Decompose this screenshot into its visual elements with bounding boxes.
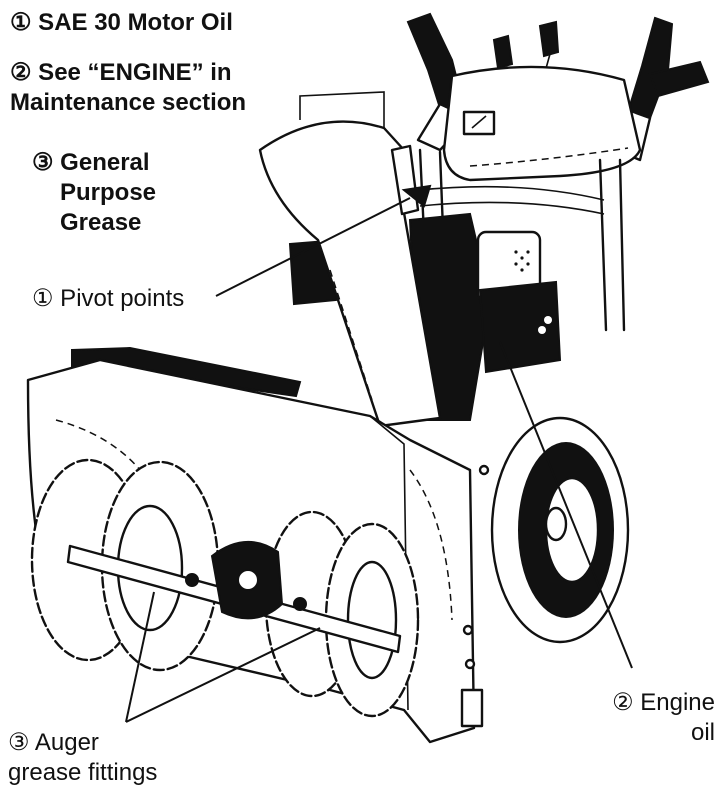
engine-cover — [478, 280, 562, 374]
auger-leader-right — [125, 627, 321, 723]
callout-auger-line2: grease fittings — [8, 759, 158, 786]
legend-grease: ③ General Purpose Grease — [32, 148, 156, 238]
legend-engine: ② See “ENGINE” in Maintenance section — [10, 58, 246, 118]
legend-item-1: ① SAE 30 Motor Oil — [10, 9, 233, 36]
legend-item-3-line1: ③ General — [32, 149, 150, 176]
chute-lever-knob — [538, 20, 560, 58]
pivot-leader — [215, 197, 411, 297]
callout-pivot-points: ① Pivot points — [32, 285, 185, 312]
right-handle-bar — [648, 60, 710, 98]
callout-auger-fittings: ③ Auger grease fittings — [8, 728, 157, 788]
callout-engine-oil: ② Engine oil — [612, 688, 715, 748]
legend-item-3-line3: Grease — [60, 209, 142, 236]
callout-engine-line1: ② Engine — [612, 689, 715, 716]
legend-item-2-line1: ② See “ENGINE” in — [10, 59, 232, 86]
auger-leader-left — [125, 591, 155, 723]
right-auger — [264, 510, 420, 718]
engine-oil-leader — [499, 341, 633, 669]
legend-item-2-line2: Maintenance section — [10, 89, 247, 116]
skid-shoe — [460, 688, 484, 728]
callout-auger-line1: ③ Auger — [8, 729, 99, 756]
legend-oil: ① SAE 30 Motor Oil — [10, 8, 233, 38]
legend-item-3-line2: Purpose — [60, 179, 157, 206]
control-panel — [442, 65, 642, 182]
callout-engine-line2: oil — [690, 719, 715, 746]
right-handle-grip — [626, 16, 674, 120]
speed-lever-knob — [492, 34, 514, 70]
